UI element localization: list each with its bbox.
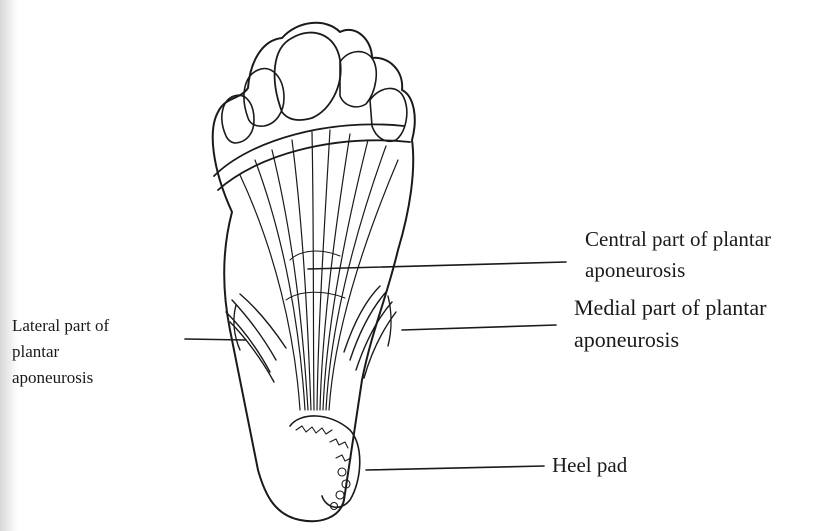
leader-line-medial — [402, 325, 556, 330]
label-heel-pad: Heel pad — [552, 451, 627, 479]
lateral-aponeurosis — [226, 294, 286, 382]
big-toe — [275, 33, 341, 120]
little-toe — [370, 88, 407, 141]
leader-line-lateral — [185, 339, 246, 340]
leader-line-central — [308, 262, 566, 269]
central-aponeurosis-fibres — [240, 130, 398, 410]
label-central-plantar-aponeurosis: Central part of plantar aponeurosis — [585, 224, 771, 286]
medial-aponeurosis — [344, 286, 396, 378]
label-lateral-plantar-aponeurosis: Lateral part of plantar aponeurosis — [12, 313, 172, 391]
leader-line-heel — [366, 466, 544, 470]
heel-pad-texture — [296, 426, 351, 510]
label-medial-plantar-aponeurosis: Medial part of plantar aponeurosis — [574, 292, 766, 356]
metatarsal-band-lower — [218, 140, 410, 190]
